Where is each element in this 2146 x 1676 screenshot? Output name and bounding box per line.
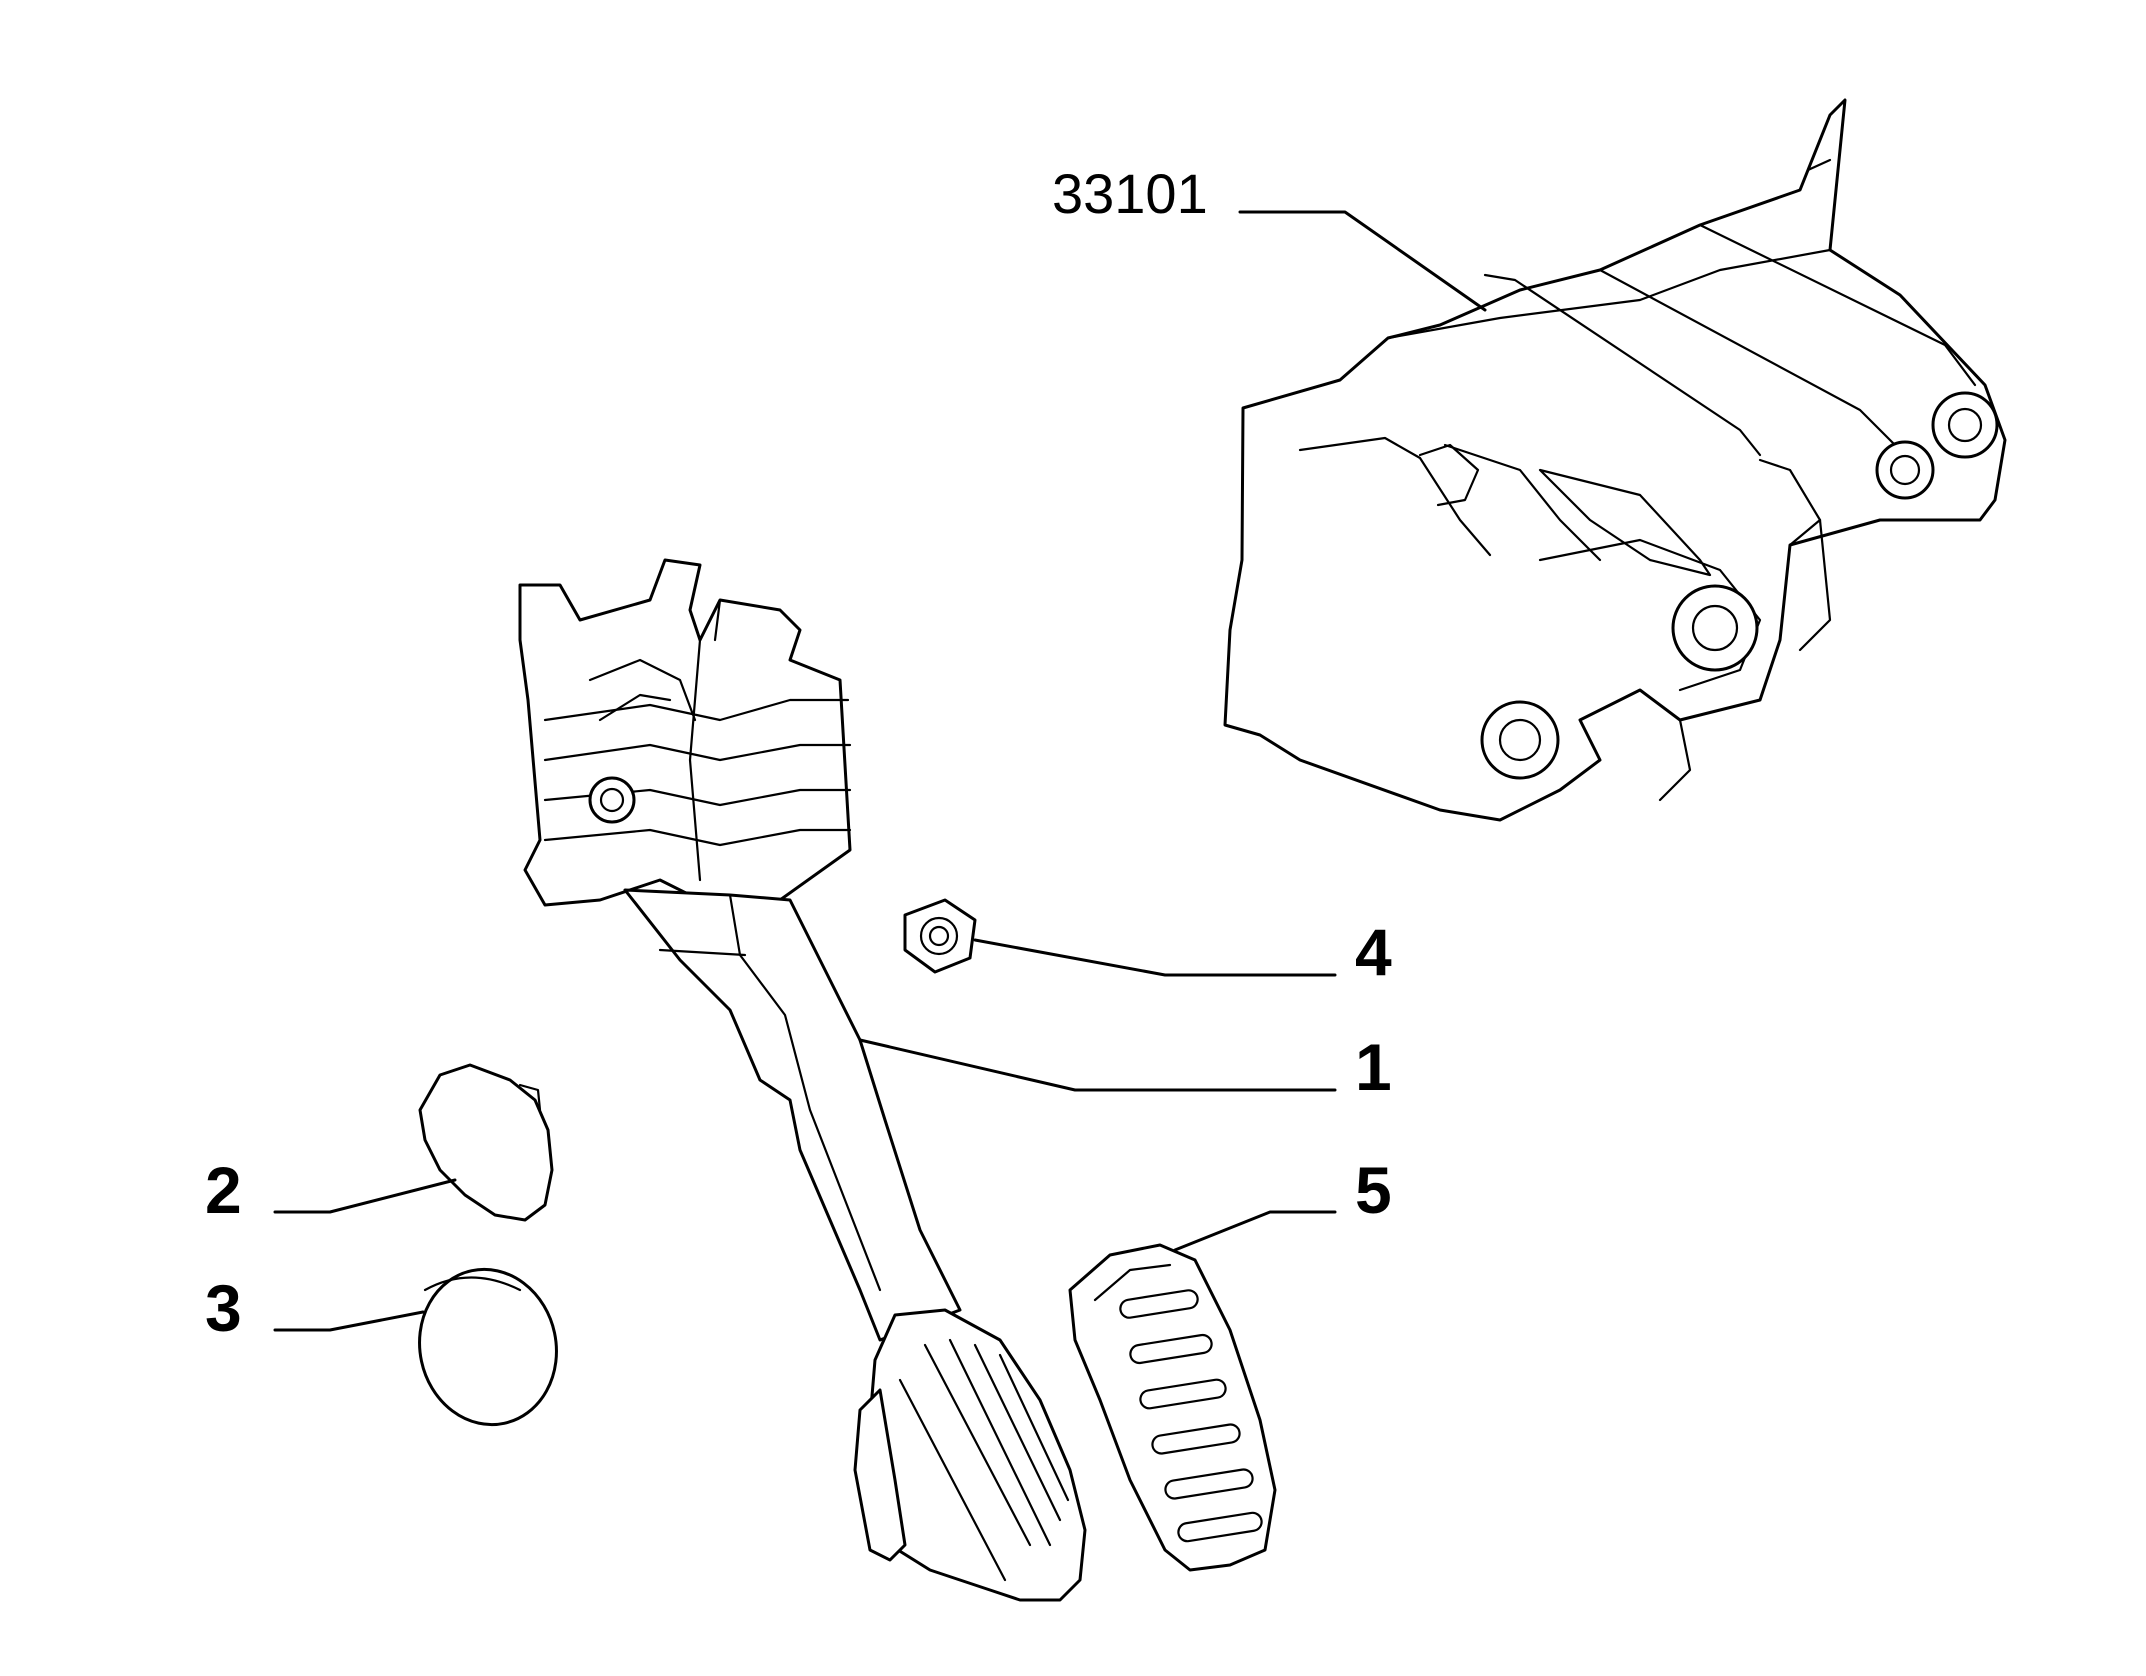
callout-4: 4 [1355, 915, 1392, 989]
leader-1 [858, 1038, 1337, 1092]
nut [903, 898, 977, 974]
leader-2 [273, 1178, 457, 1214]
round-cap [418, 1267, 558, 1427]
callout-3: 3 [205, 1271, 242, 1345]
callout-2: 2 [205, 1153, 242, 1227]
leader-3 [273, 1310, 425, 1332]
accelerator-pedal [518, 558, 1087, 1602]
callout-1: 1 [1355, 1030, 1392, 1104]
leader-33101 [1238, 210, 1487, 312]
pedal-pad [1068, 1243, 1277, 1572]
callout-5: 5 [1355, 1153, 1392, 1227]
leader-5 [1173, 1210, 1337, 1252]
small-cap [418, 1063, 554, 1222]
callout-33101: 33101 [1052, 162, 1208, 225]
pedal-bracket [1223, 98, 2007, 822]
leader-lines [273, 210, 1487, 1332]
leader-4 [973, 938, 1337, 977]
